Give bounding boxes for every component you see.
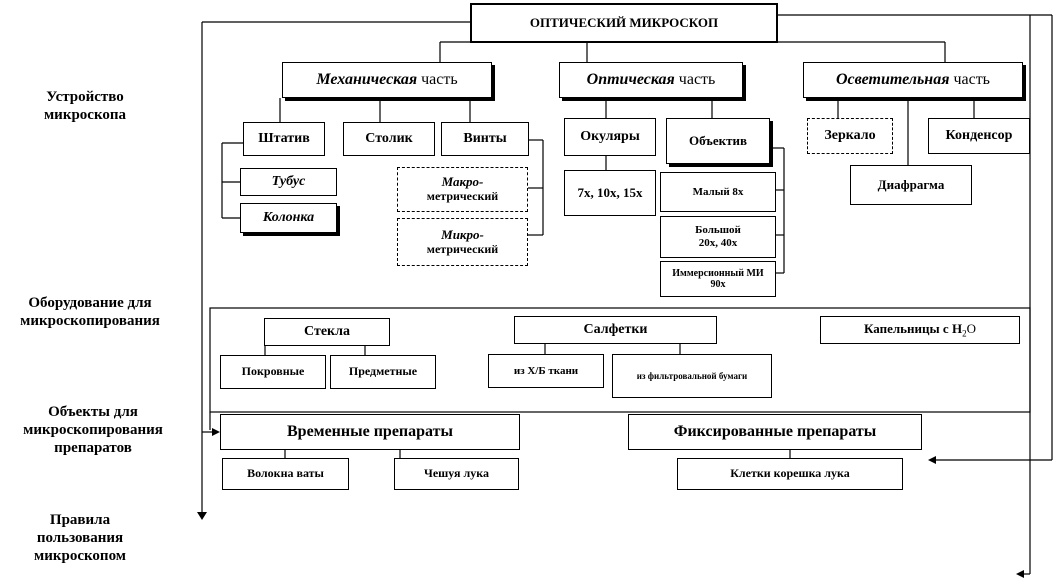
screws-label: Винты bbox=[463, 130, 507, 146]
mechanical-part-suffix: часть bbox=[417, 70, 458, 88]
eyepieces-box: Окуляры bbox=[564, 118, 656, 156]
mirror-box: Зеркало bbox=[807, 118, 893, 154]
dropper-text: Капельницы с Н bbox=[864, 320, 963, 336]
onion-scale-label: Чешуя лука bbox=[424, 466, 489, 481]
temporary-preparations-label: Временные препараты bbox=[287, 422, 453, 440]
cover-glass-box: Покровные bbox=[220, 355, 326, 389]
eyepieces-label: Окуляры bbox=[580, 128, 640, 144]
dropper-label: Капельницы с Н2О bbox=[864, 320, 976, 339]
section-rules-label: Правила пользования микроскопом bbox=[33, 512, 127, 564]
immersion-objective-box: Иммерсионный МИ 90х bbox=[660, 261, 776, 297]
dropper-subscript: 2 bbox=[962, 328, 967, 339]
macro-screw-suffix: метрический bbox=[426, 189, 499, 204]
root-cells-label: Клетки корешка лука bbox=[730, 466, 850, 481]
section-objects-label: Объекты для микроскопирования препаратов bbox=[23, 404, 163, 456]
cotton-fibers-box: Волокна ваты bbox=[222, 458, 349, 490]
eyepiece-magnification-label: 7х, 10х, 15х bbox=[577, 184, 643, 200]
cover-glass-label: Покровные bbox=[241, 364, 305, 379]
micro-screw-box: Микро- метрический bbox=[397, 218, 528, 266]
cotton-fibers-label: Волокна ваты bbox=[247, 466, 324, 481]
cotton-cloth-label: из Х/Б ткани bbox=[513, 364, 579, 377]
immersion-objective-label: Иммерсионный МИ 90х bbox=[672, 267, 764, 291]
diaphragm-label: Диафрагма bbox=[877, 176, 945, 192]
lighting-part-suffix: часть bbox=[949, 70, 990, 88]
diagram-title: ОПТИЧЕСКИЙ МИКРОСКОП bbox=[529, 14, 719, 30]
filter-paper-box: из фильтровальной бумаги bbox=[612, 354, 772, 398]
section-device-label: Устройство микроскопа bbox=[43, 89, 127, 123]
micro-screw-label: Микро- bbox=[441, 226, 484, 242]
root-cells-box: Клетки корешка лука bbox=[677, 458, 903, 490]
optical-part-box: Оптическая часть bbox=[559, 62, 743, 98]
tube-box: Тубус bbox=[240, 168, 337, 196]
wipes-label: Салфетки bbox=[583, 321, 648, 337]
stand-label: Штатив bbox=[258, 130, 310, 146]
small-objective-label: Малый 8х bbox=[692, 185, 744, 198]
eyepiece-magnification-box: 7х, 10х, 15х bbox=[564, 170, 656, 216]
lighting-part-box: Осветительная часть bbox=[803, 62, 1023, 98]
mirror-label: Зеркало bbox=[824, 127, 876, 143]
lighting-part-label: Осветительная bbox=[836, 70, 950, 88]
temporary-preparations-box: Временные препараты bbox=[220, 414, 520, 450]
cotton-cloth-box: из Х/Б ткани bbox=[488, 354, 604, 388]
slide-glass-label: Предметные bbox=[348, 364, 418, 379]
onion-scale-box: Чешуя лука bbox=[394, 458, 519, 490]
small-objective-box: Малый 8х bbox=[660, 172, 776, 212]
dropper-box: Капельницы с Н2О bbox=[820, 316, 1020, 344]
optical-part-label: Оптическая bbox=[586, 70, 675, 88]
stand-box: Штатив bbox=[243, 122, 325, 156]
objective-label: Объектив bbox=[688, 132, 748, 148]
wipes-box: Салфетки bbox=[514, 316, 717, 344]
column-box: Колонка bbox=[240, 203, 337, 233]
micro-screw-suffix: метрический bbox=[426, 241, 499, 256]
condenser-box: Конденсор bbox=[928, 118, 1030, 154]
filter-paper-label: из фильтровальной бумаги bbox=[636, 370, 748, 381]
dropper-text-end: О bbox=[966, 320, 976, 336]
fixed-preparations-box: Фиксированные препараты bbox=[628, 414, 922, 450]
title-box: ОПТИЧЕСКИЙ МИКРОСКОП bbox=[470, 3, 778, 43]
objective-box: Объектив bbox=[666, 118, 770, 164]
optical-part-suffix: часть bbox=[674, 70, 716, 88]
macro-screw-label: Макро- bbox=[441, 174, 484, 190]
large-objective-box: Большой 20х, 40х bbox=[660, 216, 776, 258]
diaphragm-box: Диафрагма bbox=[850, 165, 972, 205]
column-label: Колонка bbox=[262, 209, 315, 225]
fixed-preparations-label: Фиксированные препараты bbox=[673, 422, 877, 440]
glass-box: Стекла bbox=[264, 318, 390, 346]
large-objective-label: Большой 20х, 40х bbox=[695, 224, 741, 249]
section-equipment-label: Оборудование для микроскопирования bbox=[20, 295, 160, 329]
slide-glass-box: Предметные bbox=[330, 355, 436, 389]
glass-label: Стекла bbox=[304, 323, 350, 339]
stage-label: Столик bbox=[365, 130, 413, 146]
mechanical-part-label: Механическая bbox=[316, 70, 418, 88]
tube-label: Тубус bbox=[271, 173, 306, 189]
mechanical-part-box: Механическая часть bbox=[282, 62, 492, 98]
screws-box: Винты bbox=[441, 122, 529, 156]
condenser-label: Конденсор bbox=[945, 127, 1013, 143]
stage-box: Столик bbox=[343, 122, 435, 156]
macro-screw-box: Макро- метрический bbox=[397, 167, 528, 212]
